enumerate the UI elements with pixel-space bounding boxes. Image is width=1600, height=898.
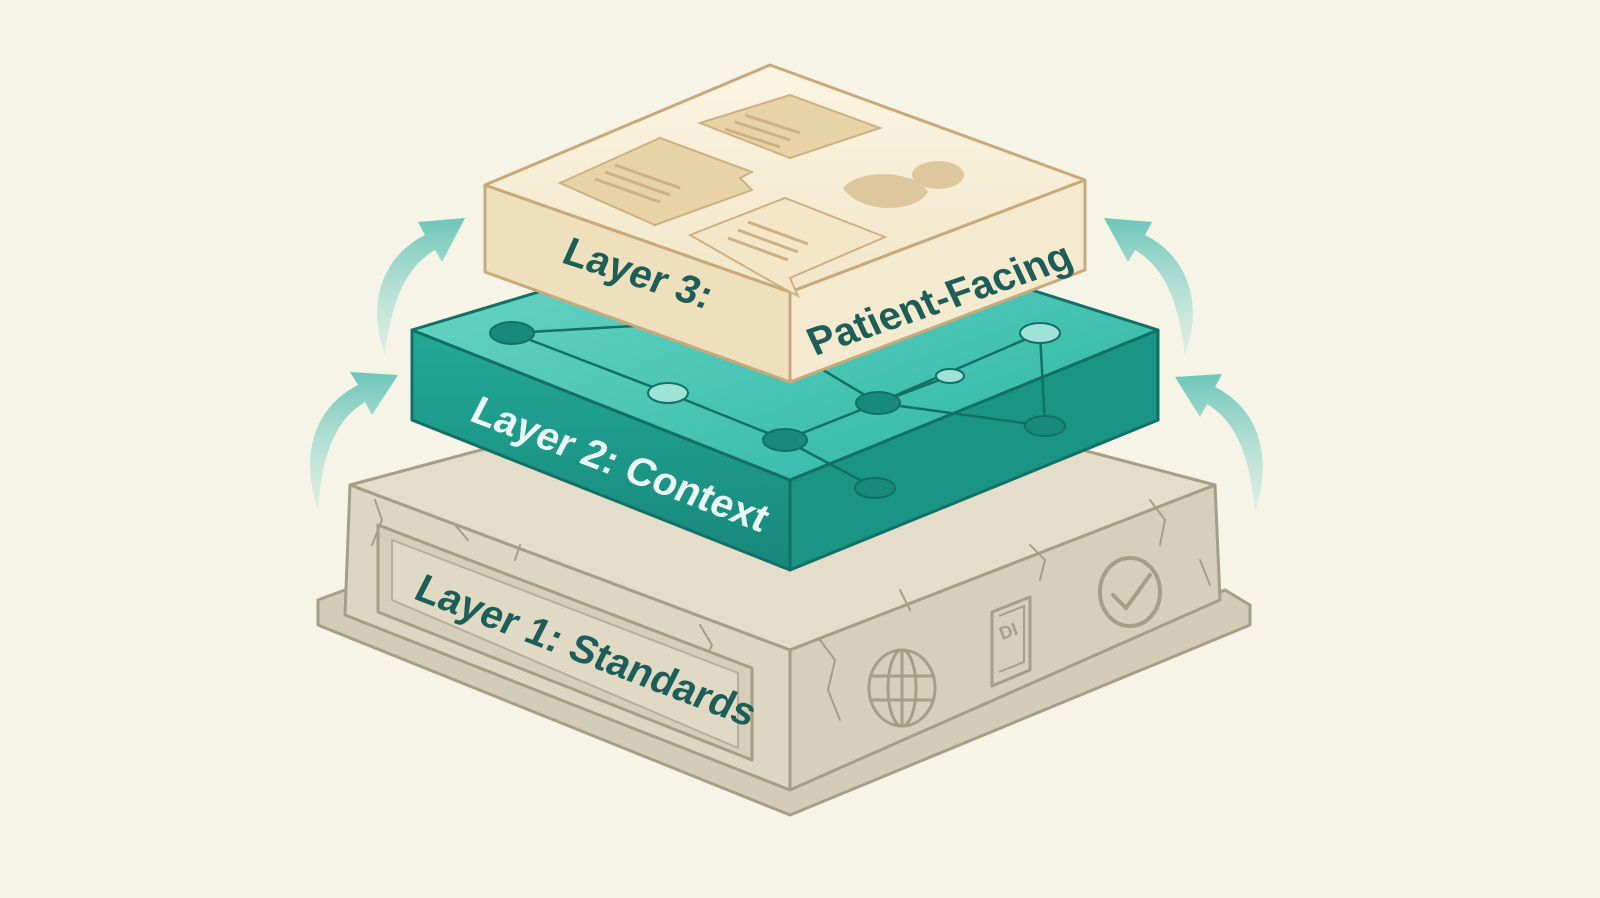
person-icon [843, 161, 964, 209]
globe-icon [867, 648, 937, 728]
checkmark-icon [1098, 556, 1162, 628]
document-icon [696, 93, 884, 160]
up-arrow-icon [1104, 218, 1193, 355]
network-nodes-icon [489, 318, 1066, 499]
up-arrow-icon [377, 218, 465, 355]
speech-bubble-icon [687, 196, 888, 299]
up-arrow-icon [310, 372, 398, 510]
book-icon: DI [990, 595, 1032, 688]
up-arrow-icon [1175, 374, 1263, 512]
document-icon [557, 136, 755, 227]
book-icon-text: DI [997, 619, 1021, 644]
